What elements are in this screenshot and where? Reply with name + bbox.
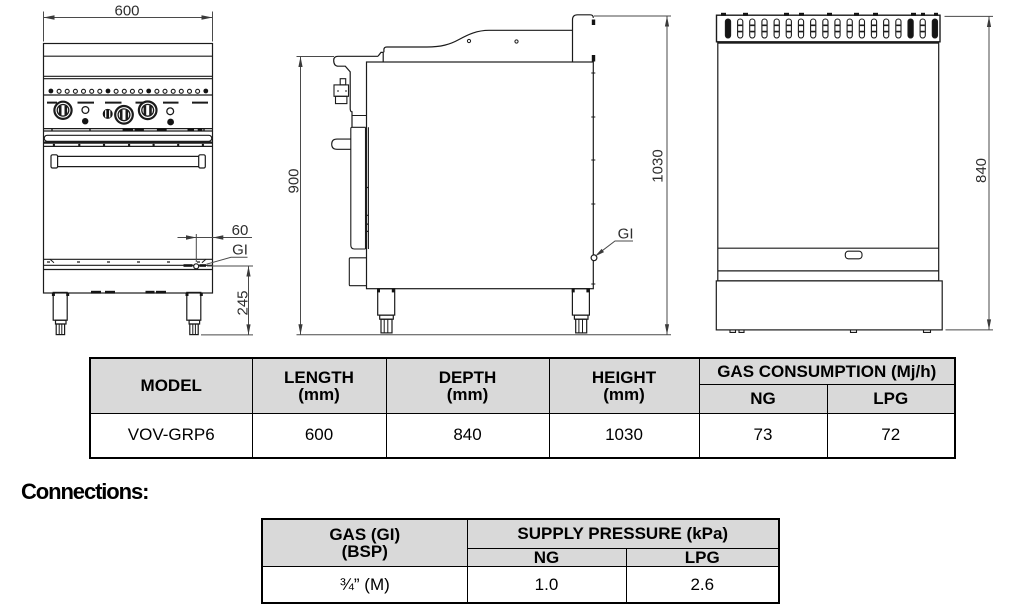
svg-text:245: 245 [235,290,252,315]
svg-text:840: 840 [973,158,990,183]
svg-text:600: 600 [114,3,139,20]
svg-text:1030: 1030 [650,149,667,182]
svg-text:GI: GI [232,242,248,259]
svg-text:900: 900 [286,168,303,193]
svg-text:GI: GI [618,226,634,243]
svg-text:60: 60 [232,222,249,239]
